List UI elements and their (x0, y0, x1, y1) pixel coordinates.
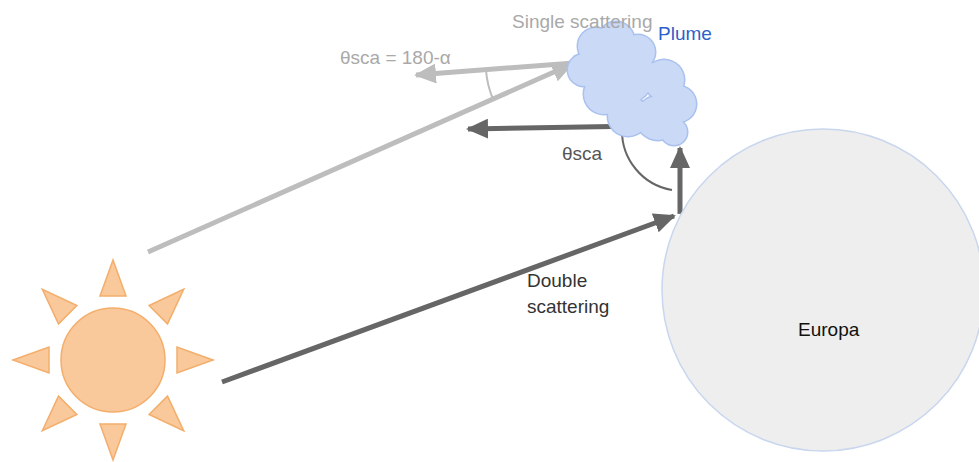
angle-arc (486, 70, 493, 99)
angle-label: θsca (562, 142, 602, 166)
angle-label: θsca = 180-α (340, 46, 451, 70)
scattering-arrow (678, 148, 683, 214)
process-label: Single scattering (512, 10, 652, 34)
moon-disc (661, 128, 979, 452)
incident-ray (222, 216, 674, 382)
incident-ray (148, 64, 572, 252)
europa-moon: Europa (661, 128, 979, 452)
process-label: Double scattering (527, 268, 639, 320)
plume-cloud: Plume (566, 16, 712, 148)
sun (13, 260, 213, 460)
europa-label: Europa (798, 318, 859, 342)
plume-label: Plume (658, 22, 712, 46)
